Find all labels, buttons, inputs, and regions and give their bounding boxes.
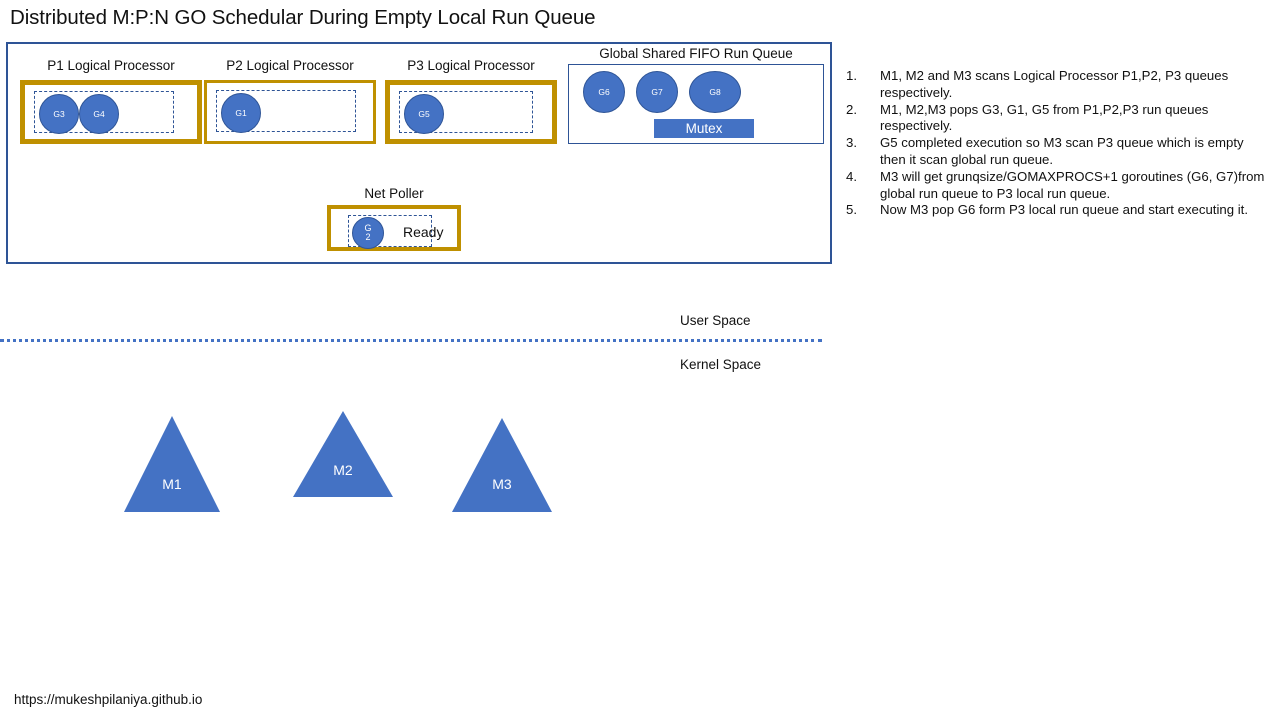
- net-poller-status-label: Ready: [403, 224, 444, 240]
- local-run-queue-p2: G1: [216, 90, 356, 133]
- net-poller-label: Net Poller: [364, 186, 424, 201]
- list-item-text: M1, M2 and M3 scans Logical Processor P1…: [880, 68, 1229, 100]
- footer-url: https://mukeshpilaniya.github.io: [14, 692, 203, 707]
- goroutine-g5[interactable]: G5: [404, 94, 444, 134]
- list-item: 3. G5 completed execution so M3 scan P3 …: [846, 135, 1270, 169]
- logical-processor-p1-label: P1 Logical Processor: [47, 58, 175, 73]
- mutex-bar[interactable]: Mutex: [654, 119, 754, 138]
- goroutine-g2-bottom: 2: [365, 232, 371, 242]
- list-item-number: 2.: [846, 101, 857, 117]
- list-item-number: 4.: [846, 168, 857, 184]
- goroutine-g3[interactable]: G3: [39, 94, 79, 134]
- goroutine-g7[interactable]: G7: [636, 71, 678, 113]
- global-run-queue-box: G6 G7 G8 Mutex: [568, 64, 824, 144]
- list-item-text: Now M3 pop G6 form P3 local run queue an…: [880, 202, 1248, 218]
- user-space-label: User Space: [680, 313, 751, 328]
- machine-thread-m1-label: M1: [162, 476, 182, 492]
- logical-processor-p2-box: G1: [204, 80, 376, 144]
- list-item-number: 3.: [846, 135, 857, 151]
- page-title: Distributed M:P:N GO Schedular During Em…: [10, 6, 596, 29]
- triangle-icon: [452, 418, 552, 512]
- machine-thread-m3-label: M3: [492, 476, 512, 492]
- goroutine-g6[interactable]: G6: [583, 71, 625, 113]
- machine-thread-m3[interactable]: M3: [452, 418, 552, 512]
- machine-thread-m2-label: M2: [333, 462, 353, 478]
- global-run-queue-label: Global Shared FIFO Run Queue: [599, 46, 793, 61]
- goroutine-g2-top: G: [364, 222, 372, 233]
- list-item-number: 1.: [846, 68, 857, 83]
- local-run-queue-p3: G5: [399, 91, 533, 134]
- list-item-number: 5.: [846, 202, 857, 218]
- net-poller-box: G 2 Ready: [327, 205, 461, 251]
- logical-processor-p3-box: G5: [385, 80, 557, 144]
- list-item: 4. M3 will get grunqsize/GOMAXPROCS+1 go…: [846, 169, 1270, 203]
- triangle-icon: [124, 416, 220, 512]
- machine-thread-m1[interactable]: M1: [124, 416, 220, 512]
- list-item: 5. Now M3 pop G6 form P3 local run queue…: [846, 202, 1270, 219]
- logical-processor-p1-box: G3 G4: [20, 80, 202, 144]
- goroutine-g1[interactable]: G1: [221, 93, 261, 133]
- machine-thread-m2[interactable]: M2: [293, 411, 393, 497]
- triangle-icon: [293, 411, 393, 497]
- local-run-queue-p1: G3 G4: [34, 91, 174, 134]
- logical-processor-p3: P3 Logical Processor G5: [385, 58, 557, 144]
- logical-processor-p2: P2 Logical Processor G1: [204, 58, 376, 144]
- list-item-text: M3 will get grunqsize/GOMAXPROCS+1 gorou…: [880, 168, 1265, 201]
- goroutine-g8[interactable]: G8: [689, 71, 741, 113]
- list-item-text: M1, M2,M3 pops G3, G1, G5 from P1,P2,P3 …: [880, 101, 1209, 134]
- goroutine-g2[interactable]: G 2: [352, 217, 384, 249]
- list-item: 2. M1, M2,M3 pops G3, G1, G5 from P1,P2,…: [846, 102, 1270, 136]
- list-item-text: G5 completed execution so M3 scan P3 que…: [880, 135, 1244, 167]
- kernel-space-label: Kernel Space: [680, 357, 762, 372]
- goroutine-g4[interactable]: G4: [79, 94, 119, 134]
- net-poller-queue: G 2 Ready: [348, 215, 443, 249]
- logical-processor-p3-label: P3 Logical Processor: [407, 58, 535, 73]
- instruction-list: 1. M1, M2 and M3 scans Logical Processor…: [846, 68, 1270, 219]
- user-kernel-space-divider: [0, 339, 822, 342]
- logical-processor-p2-label: P2 Logical Processor: [226, 58, 354, 73]
- logical-processor-p1: P1 Logical Processor G3 G4: [20, 58, 202, 144]
- list-item: 1. M1, M2 and M3 scans Logical Processor…: [846, 68, 1270, 102]
